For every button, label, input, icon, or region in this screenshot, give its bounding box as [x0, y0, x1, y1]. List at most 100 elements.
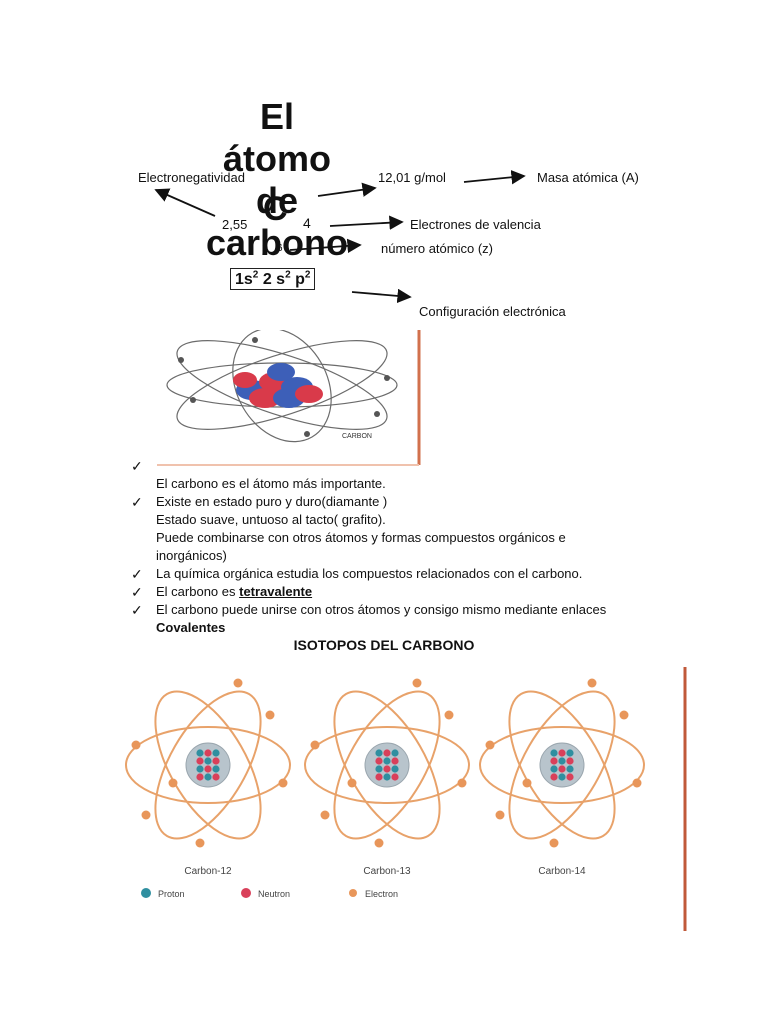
isotope-atom: Carbon-12: [125, 678, 291, 877]
electron-configuration: 1s2 2 s2 p2: [230, 268, 316, 290]
title-line: de: [255, 180, 298, 221]
list-item: inorgánicos): [156, 548, 227, 563]
electron: [168, 778, 178, 788]
nucleon: [566, 765, 574, 773]
nucleon: [212, 757, 220, 765]
isotope-label: Carbon-14: [538, 866, 586, 877]
valence-value: 4: [303, 215, 311, 231]
nucleon: [558, 749, 566, 757]
nucleon: [383, 757, 391, 765]
list-item: El carbono es el átomo más importante.: [156, 476, 386, 491]
nucleon: [212, 773, 220, 781]
nucleon: [383, 749, 391, 757]
nucleon: [375, 757, 383, 765]
carbon-caption: CARBON: [342, 433, 372, 440]
nucleon: [558, 757, 566, 765]
electron: [522, 778, 532, 788]
electron: [233, 678, 243, 688]
orbit: [154, 690, 262, 840]
orbit: [125, 726, 291, 804]
isotope-legend: Proton Neutron Electron: [141, 888, 398, 899]
nucleon: [375, 773, 383, 781]
carbon-atom-image: CARBON: [157, 330, 421, 467]
nucleon: [196, 765, 204, 773]
isotope-label: Carbon-12: [184, 866, 232, 877]
neutron-legend-icon: [241, 888, 251, 898]
electron: [310, 740, 320, 750]
nucleon: [212, 765, 220, 773]
atomic-number-label: número atómico (z): [381, 241, 493, 256]
mass-value: 12,01 g/mol: [378, 170, 446, 185]
nucleon: [391, 765, 399, 773]
checkmark-icon: ✓: [131, 566, 143, 582]
nucleon: [383, 765, 391, 773]
arrow-config: [351, 288, 412, 304]
electron: [485, 740, 495, 750]
nucleon: [566, 749, 574, 757]
nucleon: [204, 757, 212, 765]
arrow-atomic-number: [289, 238, 362, 254]
electron: [619, 710, 629, 720]
nucleon: [558, 765, 566, 773]
checkmark-icon: ✓: [131, 458, 143, 474]
configuration-label: Configuración electrónica: [419, 304, 566, 319]
nucleon: [196, 757, 204, 765]
orbit: [508, 690, 616, 840]
legend-proton: Proton: [158, 889, 185, 899]
isotopes-title: ISOTOPOS DEL CARBONO: [293, 637, 475, 653]
nucleon: [566, 773, 574, 781]
nucleon: [204, 765, 212, 773]
valence-label: Electrones de valencia: [410, 217, 541, 232]
electron: [141, 810, 151, 820]
electron: [278, 778, 288, 788]
title-line: carbono: [205, 222, 348, 263]
list-item: ✓: [131, 457, 651, 475]
list-item: ✓Existe en estado puro y duro(diamante ): [131, 494, 388, 510]
electron: [320, 810, 330, 820]
electron: [265, 710, 275, 720]
nucleon: [558, 773, 566, 781]
checkmark-icon: ✓: [131, 494, 143, 510]
list-item: ✓El carbono es tetravalente: [131, 584, 313, 600]
isotopes-diagram: Carbon-12 Carbon-13 Carbon-14 Proton Neutr…: [110, 667, 690, 931]
nucleon: [204, 773, 212, 781]
electron: [632, 778, 642, 788]
nucleon: [391, 749, 399, 757]
electron: [131, 740, 141, 750]
nucleon: [204, 749, 212, 757]
electron: [195, 838, 205, 848]
checkmark-icon: ✓: [131, 584, 143, 600]
orbit: [304, 726, 470, 804]
electron: [457, 778, 467, 788]
arrow-electronegativity: [154, 188, 216, 217]
electronegativity-label: Electronegatividad: [138, 170, 245, 185]
nucleon: [391, 773, 399, 781]
title-line: El: [259, 96, 294, 137]
page-title: El átomo de carbono: [196, 96, 358, 264]
proton-legend-icon: [141, 888, 151, 898]
checkmark-icon: ✓: [131, 602, 143, 618]
electron: [444, 710, 454, 720]
nucleon: [566, 757, 574, 765]
orbit: [333, 690, 441, 840]
legend-electron: Electron: [365, 889, 398, 899]
nucleon: [383, 773, 391, 781]
nucleon: [550, 757, 558, 765]
nucleon: [391, 757, 399, 765]
nucleon: [550, 749, 558, 757]
nucleon: [212, 749, 220, 757]
list-item: ✓El carbono puede unirse con otros átomo…: [131, 602, 607, 618]
list-item: Estado suave, untuoso al tacto( grafito)…: [156, 512, 386, 527]
list-item: Puede combinarse con otros átomos y form…: [156, 530, 566, 545]
electron-legend-icon: [349, 889, 357, 897]
electron: [412, 678, 422, 688]
legend-neutron: Neutron: [258, 889, 290, 899]
isotope-label: Carbon-13: [363, 866, 411, 877]
electron: [374, 838, 384, 848]
electron: [347, 778, 357, 788]
isotope-atom: Carbon-14: [479, 678, 645, 877]
mass-label: Masa atómica (A): [537, 170, 639, 185]
facts-list: ✓ El carbono es el átomo más importante.…: [131, 457, 651, 637]
electron: [587, 678, 597, 688]
